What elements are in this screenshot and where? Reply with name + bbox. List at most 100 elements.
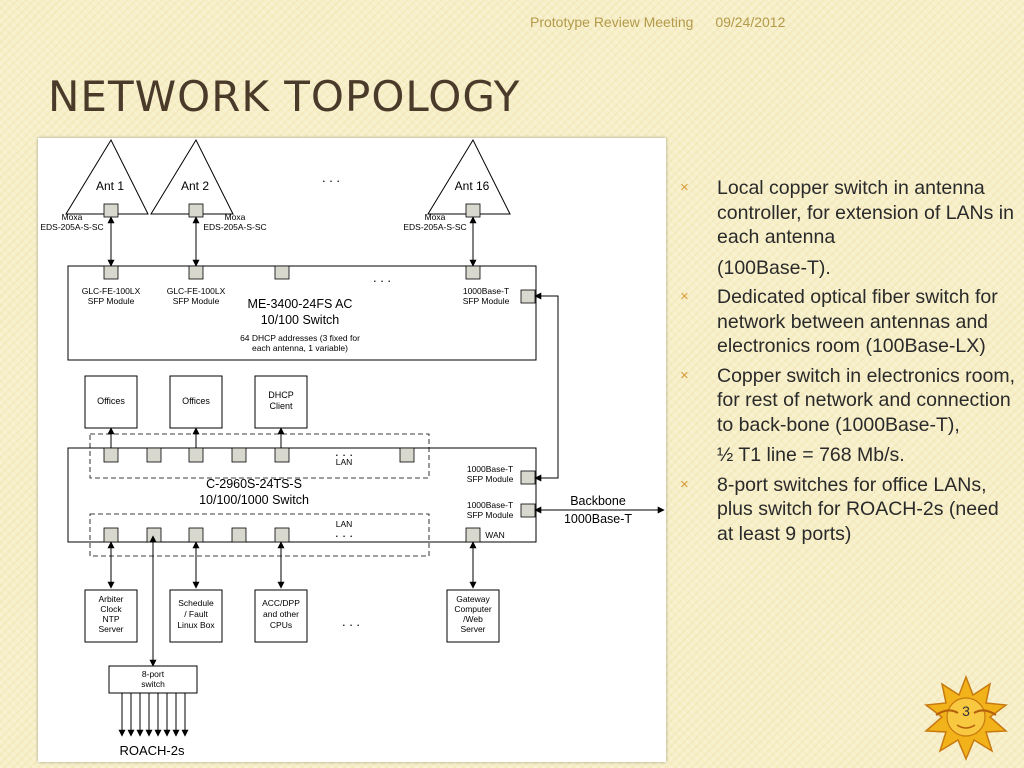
- schedule-box: [169, 589, 223, 643]
- me-switch-name: ME-3400-24FS AC: [248, 297, 353, 311]
- bullet-item-copper-switch: × Copper switch in electronics room, for…: [680, 364, 1020, 468]
- network-topology-diagram: Ant 1 Ant 2 Ant 16 . . . Moxa EDS-205A-S…: [38, 138, 666, 762]
- moxa-2-model: EDS-205A-S-SC: [203, 222, 266, 232]
- arbiter-line3: NTP: [103, 614, 120, 624]
- c-switch-name: C-2960S-24TS-S: [206, 477, 302, 491]
- me-switch-speed: 10/100 Switch: [261, 313, 340, 327]
- me-uplink-port: [520, 289, 536, 304]
- me-base-t-line2: SFP Module: [463, 296, 510, 306]
- c-top-port-5: [274, 447, 290, 463]
- antenna-16: Ant 16: [427, 138, 511, 215]
- bullet-marker-icon: ×: [680, 179, 689, 196]
- bullet-item-eight-port: × 8-port switches for office LANs, plus …: [680, 473, 1020, 547]
- antenna-1: Ant 1: [65, 138, 149, 215]
- lan-label-top: LAN: [336, 457, 353, 467]
- bullet-item-local-switch: × Local copper switch in antenna control…: [680, 176, 1020, 280]
- gateway-line4: Server: [460, 624, 485, 634]
- bullet-marker-icon: ×: [680, 288, 689, 305]
- bullet-continuation: (100Base-T).: [717, 256, 831, 279]
- c-bottom-port-3: [188, 527, 204, 543]
- c-bottom-port-2: [146, 527, 162, 543]
- me-port-2: [188, 265, 204, 280]
- antenna-16-label: Ant 16: [455, 179, 490, 193]
- sun-logo-icon: [924, 674, 1008, 761]
- antenna-2-label: Ant 2: [181, 179, 209, 193]
- dhcp-client-line2: Client: [269, 401, 293, 411]
- offices-box-2-label: Offices: [182, 396, 210, 406]
- me-base-t-line1: 1000Base-T: [463, 286, 509, 296]
- c-switch-speed: 10/100/1000 Switch: [199, 493, 309, 507]
- meeting-date: 09/24/2012: [715, 14, 786, 30]
- moxa-1-name: Moxa: [62, 212, 83, 222]
- c-top-ellipsis: . . .: [335, 444, 353, 459]
- glc-module-1-line2: SFP Module: [88, 296, 135, 306]
- arbiter-box: [84, 589, 138, 643]
- c-bottom-ellipsis: . . .: [335, 525, 353, 540]
- bottom-ellipsis: . . .: [342, 614, 360, 629]
- header-meta: Prototype Review Meeting 09/24/2012: [530, 14, 803, 30]
- offices-box-2: [169, 375, 223, 429]
- arbiter-line1: Arbiter: [98, 594, 123, 604]
- bullet-marker-icon: ×: [680, 475, 689, 493]
- me-switch-note-1: 64 DHCP addresses (3 fixed for: [240, 333, 360, 343]
- gateway-line1: Gateway: [456, 594, 490, 604]
- schedule-line2: / Fault: [184, 609, 208, 619]
- c-top-port-4: [231, 447, 247, 463]
- c-top-port-6: [399, 447, 415, 463]
- bullet-text: 8-port switches for office LANs, plus sw…: [717, 473, 999, 545]
- acc-line3: CPUs: [270, 620, 292, 630]
- eight-port-switch: [108, 665, 198, 694]
- c-uplink-port: [520, 470, 536, 485]
- lan-group-bottom: [89, 513, 430, 557]
- offices-box-1-label: Offices: [97, 396, 125, 406]
- eight-port-line1: 8-port: [142, 669, 165, 679]
- slide-title: Network Topology: [48, 72, 521, 121]
- c-top-port-2: [146, 447, 162, 463]
- antennas-ellipsis: . . .: [322, 170, 340, 185]
- arbiter-line2: Clock: [100, 604, 122, 614]
- moxa-port-16: [465, 203, 481, 218]
- acc-dpp-box: [254, 589, 308, 643]
- antenna-1-label: Ant 1: [96, 179, 124, 193]
- me-ellipsis: . . .: [373, 270, 391, 285]
- antenna-2: Ant 2: [150, 138, 234, 215]
- wan-label: WAN: [485, 530, 505, 540]
- diagram-svg: Ant 1 Ant 2 Ant 16 . . . Moxa EDS-205A-S…: [40, 138, 665, 758]
- page-number: 3: [962, 703, 970, 719]
- schedule-line1: Schedule: [178, 598, 214, 608]
- me-switch-note-2: each antenna, 1 variable): [252, 343, 348, 353]
- moxa-2-name: Moxa: [225, 212, 246, 222]
- bullet-item-optical-switch: × Dedicated optical fiber switch for net…: [680, 285, 1020, 359]
- moxa-1-model: EDS-205A-S-SC: [40, 222, 103, 232]
- lan-label-bottom: LAN: [336, 519, 353, 529]
- acc-line2: and other: [263, 609, 299, 619]
- eight-port-line2: switch: [141, 679, 165, 689]
- glc-module-2-line1: GLC-FE-100LX: [167, 286, 226, 296]
- dhcp-client-line1: DHCP: [268, 390, 294, 400]
- arbiter-line4: Server: [98, 624, 123, 634]
- backbone-line1: Backbone: [570, 494, 626, 508]
- bullet-text: Local copper switch in antenna controlle…: [717, 177, 1014, 248]
- glc-module-1-line1: GLC-FE-100LX: [82, 286, 141, 296]
- c-bottom-port-1: [103, 527, 119, 543]
- moxa-16-name: Moxa: [425, 212, 446, 222]
- c-base-t-2-line2: SFP Module: [467, 510, 514, 520]
- bullet-marker-icon: ×: [680, 366, 689, 384]
- me-port-16: [465, 265, 481, 280]
- meeting-name: Prototype Review Meeting: [530, 14, 694, 30]
- gateway-line3: /Web: [463, 614, 483, 624]
- moxa-port-1: [103, 203, 119, 218]
- c-bottom-port-5: [274, 527, 290, 543]
- acc-line1: ACC/DPP: [262, 598, 300, 608]
- bullet-text: Copper switch in electronics room, for r…: [717, 364, 1016, 436]
- lan-group-top: [89, 433, 430, 479]
- bullet-text: Dedicated optical fiber switch for netwo…: [717, 286, 998, 357]
- c-wan-port: [465, 527, 481, 543]
- schedule-line3: Linux Box: [177, 620, 215, 630]
- moxa-port-2: [188, 203, 204, 218]
- c-base-t-1-line2: SFP Module: [467, 474, 514, 484]
- c-2960s-switch: [67, 447, 537, 543]
- bullet-list: × Local copper switch in antenna control…: [680, 176, 1020, 551]
- backbone-line2: 1000Base-T: [564, 512, 632, 526]
- gateway-box: [446, 589, 500, 643]
